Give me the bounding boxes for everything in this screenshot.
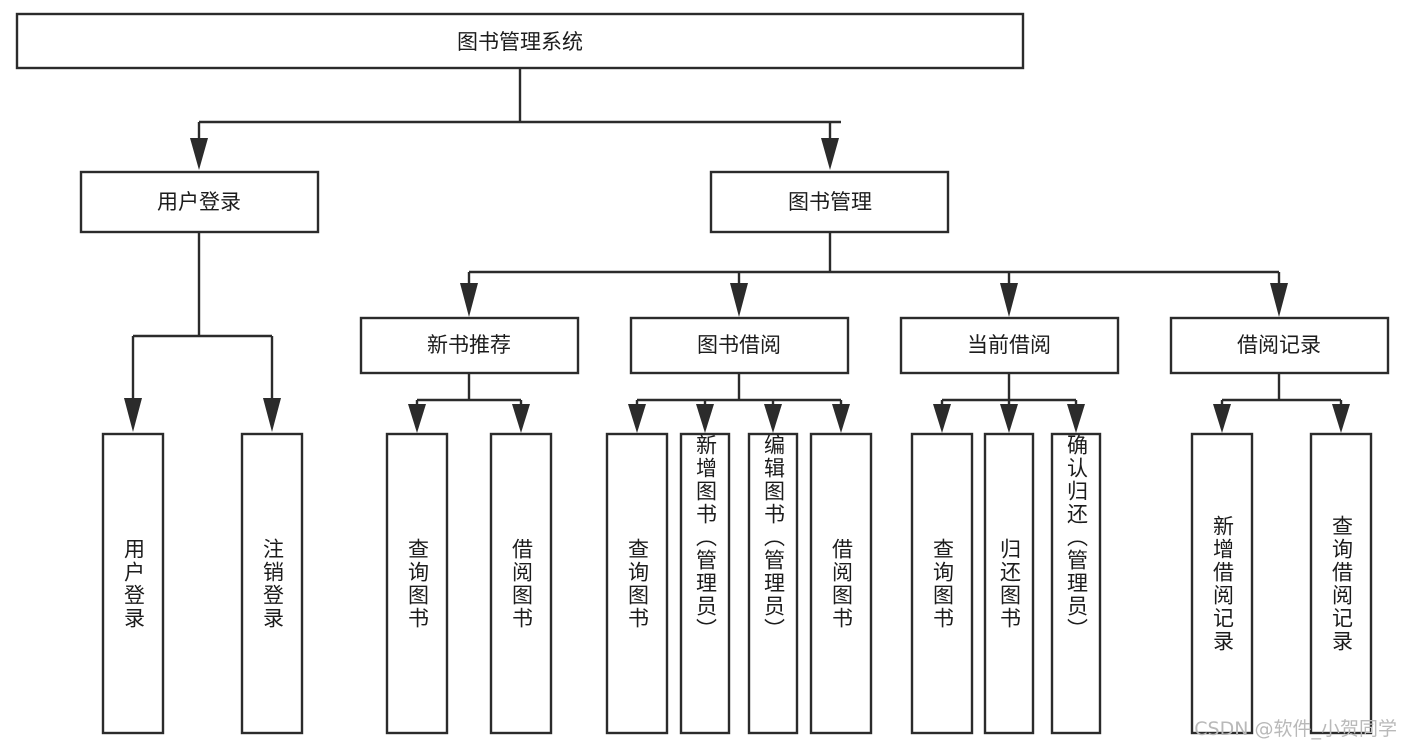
arrowhead-leaf-user-login xyxy=(124,398,142,432)
node-book-borrow-label: 图书借阅 xyxy=(697,333,781,357)
connector-new-book-recommend-to-leaves xyxy=(408,373,530,433)
arrowhead-br-leaf-1 xyxy=(1213,404,1231,433)
leaf-box-add-borrow-record[interactable] xyxy=(1190,432,1254,735)
node-user-login[interactable]: 用户登录 xyxy=(79,170,320,234)
arrowhead-user-login xyxy=(190,138,208,170)
arrowhead-book-borrow xyxy=(730,283,748,317)
node-borrow-record[interactable]: 借阅记录 xyxy=(1169,316,1390,375)
leaf-box-borrow-book-nbr[interactable] xyxy=(489,432,553,735)
arrowhead-br-leaf-2 xyxy=(1332,404,1350,433)
node-borrow-record-label: 借阅记录 xyxy=(1237,333,1321,357)
node-current-borrow[interactable]: 当前借阅 xyxy=(899,316,1120,375)
leaf-box-query-book-nbr[interactable] xyxy=(385,432,449,735)
node-new-book-recommend-label: 新书推荐 xyxy=(427,333,511,357)
connector-root-to-level2 xyxy=(190,68,841,170)
leaf-box-edit-book-admin[interactable] xyxy=(747,432,799,735)
arrowhead-borrow-record xyxy=(1270,283,1288,317)
connector-user-login-to-leaves xyxy=(124,232,281,432)
node-book-borrow[interactable]: 图书借阅 xyxy=(629,316,850,375)
arrowhead-cb-leaf-1 xyxy=(933,404,951,433)
leaf-box-borrow-book-bb[interactable] xyxy=(809,432,873,735)
leaf-box-query-book-bb[interactable] xyxy=(605,432,669,735)
leaf-box-user-login[interactable] xyxy=(101,432,165,735)
arrowhead-bb-leaf-3 xyxy=(764,404,782,433)
connector-borrow-record-to-leaves xyxy=(1213,373,1350,433)
node-current-borrow-box[interactable] xyxy=(899,316,1120,375)
node-current-borrow-label: 当前借阅 xyxy=(967,333,1051,357)
node-user-login-label: 用户登录 xyxy=(157,190,241,214)
node-book-management[interactable]: 图书管理 xyxy=(709,170,950,234)
node-book-management-box[interactable] xyxy=(709,170,950,234)
arrowhead-cb-leaf-3 xyxy=(1067,404,1085,433)
csdn-watermark: CSDN @软件_小贺同学 xyxy=(1194,718,1397,740)
arrowhead-current-borrow xyxy=(1000,283,1018,317)
leaf-box-query-book-cb[interactable] xyxy=(910,432,974,735)
leaf-box-query-borrow-record[interactable] xyxy=(1309,432,1373,735)
node-root[interactable]: 图书管理系统 xyxy=(15,12,1025,70)
leaf-box-confirm-return-admin[interactable] xyxy=(1050,432,1102,735)
arrowhead-new-book-recommend xyxy=(460,283,478,317)
node-root-box[interactable] xyxy=(15,12,1025,70)
node-book-borrow-box[interactable] xyxy=(629,316,850,375)
leaf-box-add-book-admin[interactable] xyxy=(679,432,731,735)
arrowhead-cb-leaf-2 xyxy=(1000,404,1018,433)
connector-book-mgmt-to-level3 xyxy=(460,232,1288,317)
node-borrow-record-box[interactable] xyxy=(1169,316,1390,375)
arrowhead-bb-leaf-1 xyxy=(628,404,646,433)
node-root-label: 图书管理系统 xyxy=(457,30,583,54)
node-new-book-recommend-box[interactable] xyxy=(359,316,580,375)
arrowhead-bb-leaf-4 xyxy=(832,404,850,433)
leaf-box-return-book[interactable] xyxy=(983,432,1035,735)
connector-current-borrow-to-leaves xyxy=(933,373,1085,433)
node-book-management-label: 图书管理 xyxy=(788,190,872,214)
leaf-box-logout[interactable] xyxy=(240,432,304,735)
arrowhead-nbr-leaf-2 xyxy=(512,404,530,433)
arrowhead-leaf-logout xyxy=(263,398,281,432)
arrowhead-bb-leaf-2 xyxy=(696,404,714,433)
arrowhead-book-mgmt xyxy=(821,138,839,170)
node-new-book-recommend[interactable]: 新书推荐 xyxy=(359,316,580,375)
connector-book-borrow-to-leaves xyxy=(628,373,850,433)
arrowhead-nbr-leaf-1 xyxy=(408,404,426,433)
